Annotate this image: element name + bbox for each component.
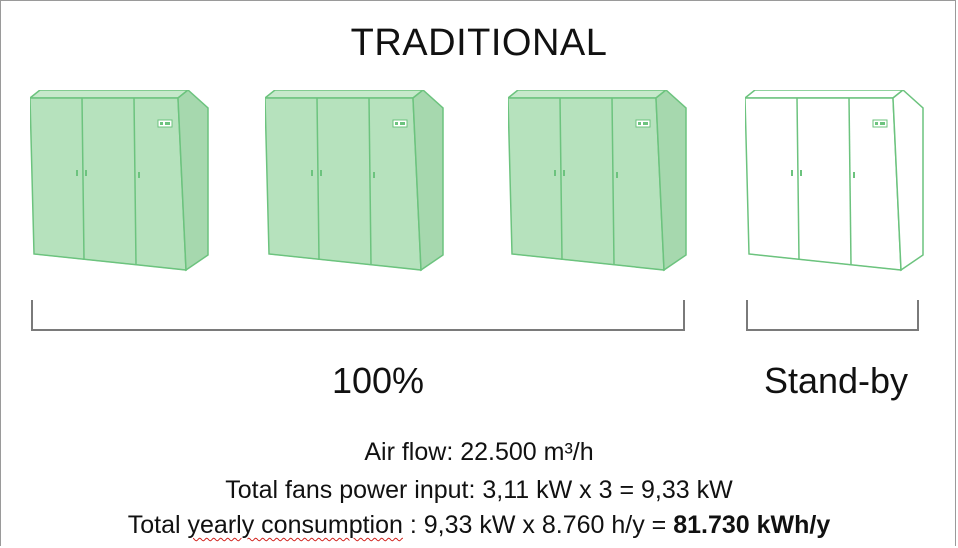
bracket-standby	[746, 300, 919, 331]
info-fans-power: Total fans power input: 3,11 kW x 3 = 9,…	[225, 476, 733, 504]
diagram-title: TRADITIONAL	[350, 22, 608, 64]
unit-cabinet-icon	[30, 90, 209, 272]
label-standby: Stand-by	[763, 360, 909, 401]
unit-cabinet-icon	[265, 90, 444, 272]
unit-cabinet-icon	[508, 90, 687, 272]
info-yearly-total: 81.730 kWh/y	[673, 511, 831, 539]
info-yearly: Total yearly consumption : 9,33 kW x 8.7…	[0, 511, 958, 540]
label-active-100: 100%	[331, 360, 425, 401]
bracket-active	[31, 300, 685, 331]
info-airflow: Air flow: 22.500 m³/h	[364, 438, 594, 466]
unit-2	[265, 90, 445, 275]
unit-4-standby	[745, 90, 925, 275]
info-yearly-prefix: Total	[127, 511, 188, 539]
info-yearly-middle: : 9,33 kW x 8.760 h/y =	[402, 511, 674, 539]
unit-cabinet-icon	[745, 90, 924, 272]
info-yearly-misspelled: yearly consumption	[187, 511, 403, 539]
unit-1	[30, 90, 210, 275]
unit-3	[508, 90, 688, 275]
